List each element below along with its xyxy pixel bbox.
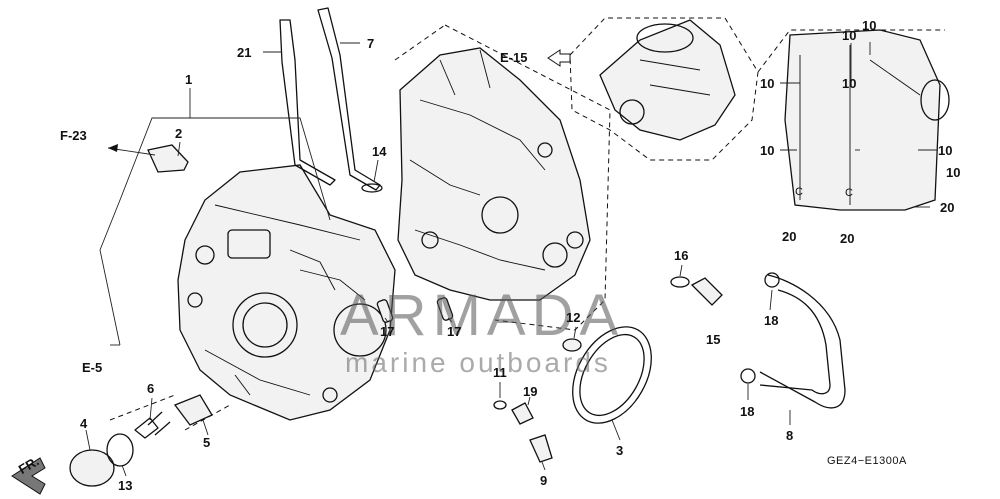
callout-14: 14	[372, 144, 387, 159]
arrow-e15	[547, 49, 571, 67]
callout-10-b: 10	[842, 28, 856, 43]
leader-lines	[85, 42, 938, 477]
callout-15: 15	[706, 332, 720, 347]
crankcase-half	[397, 47, 591, 301]
callout-7: 7	[367, 36, 374, 51]
callout-10-a: 10	[862, 18, 876, 33]
callout-10-d: 10	[842, 76, 856, 91]
watermark-tagline: marine outboards	[345, 347, 611, 378]
callout-20-b: 20	[840, 231, 854, 246]
carburetor	[599, 19, 736, 141]
callout-19: 19	[523, 384, 537, 399]
callout-4: 4	[80, 416, 88, 431]
callout-20-a: 20	[782, 229, 796, 244]
cylinder-block	[177, 164, 396, 421]
watermark-brand: ARMADA	[340, 283, 624, 348]
callout-c-a: C	[795, 186, 803, 198]
bolt-15	[690, 277, 723, 306]
thermostat-5	[173, 394, 213, 426]
callout-5: 5	[203, 435, 210, 450]
callout-10-f: 10	[938, 143, 952, 158]
washer-11	[493, 400, 507, 410]
gasket-14	[361, 183, 383, 193]
oil-level-gauge	[279, 7, 381, 191]
callout-20-c: 20	[940, 200, 954, 215]
water-hose-8	[759, 274, 846, 409]
callout-12: 12	[566, 310, 580, 325]
thermostat-cover-4	[69, 449, 115, 487]
gasket-seal-3	[572, 326, 652, 424]
gasket-13	[106, 433, 134, 467]
callout-10-g: 10	[946, 165, 960, 180]
callout-3: 3	[616, 443, 623, 458]
callout-c-b: C	[845, 187, 853, 199]
callout-17-left: 17	[380, 324, 394, 339]
sensor-9	[529, 434, 553, 463]
callout-2: 2	[175, 126, 182, 141]
callout-13: 13	[118, 478, 132, 493]
callout-18-lower: 18	[740, 404, 754, 419]
callout-10-e: 10	[760, 143, 774, 158]
o-ring-12	[562, 338, 582, 352]
hose-clamp-18-upper	[764, 272, 780, 288]
washer-16	[670, 276, 690, 288]
callout-16: 16	[674, 248, 688, 263]
reference-arrows	[11, 49, 571, 495]
callout-17-right: 17	[447, 324, 461, 339]
callout-11: 11	[493, 365, 507, 380]
ref-label-e5: E-5	[82, 360, 102, 375]
hose-clamp-18-lower	[740, 368, 756, 384]
arrow-fr	[11, 457, 46, 495]
ref-label-e15: E-15	[500, 50, 527, 65]
dowel-pin-left	[376, 299, 394, 323]
water-jacket-cover	[784, 29, 950, 211]
spring-6	[134, 411, 171, 439]
bolt-19	[511, 402, 534, 425]
callout-6: 6	[147, 381, 154, 396]
callout-1: 1	[185, 72, 192, 87]
callout-18-upper: 18	[764, 313, 778, 328]
drawing-code: GEZ4−E1300A	[827, 455, 907, 467]
callout-8: 8	[786, 428, 793, 443]
callout-21: 21	[237, 45, 251, 60]
callout-9: 9	[540, 473, 547, 488]
ref-label-f23: F-23	[60, 128, 87, 143]
callout-10-c: 10	[760, 76, 774, 91]
plug-2	[147, 144, 189, 173]
